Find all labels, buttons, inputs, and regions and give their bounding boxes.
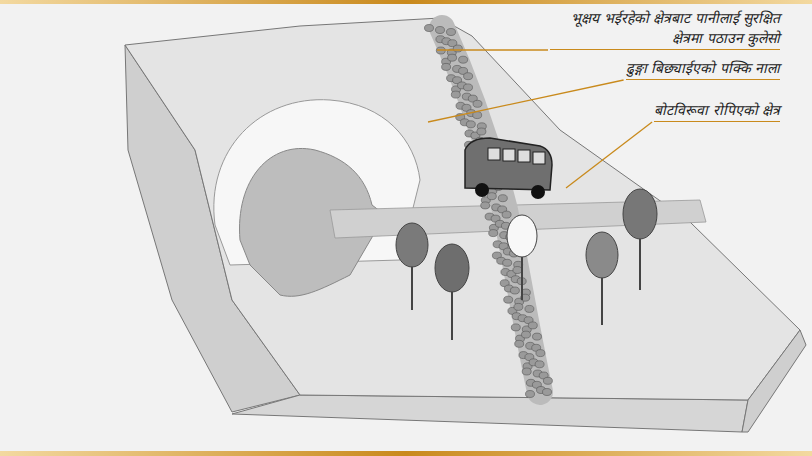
stone xyxy=(448,54,457,61)
leader-line xyxy=(428,80,624,122)
stone xyxy=(503,259,512,266)
stone xyxy=(459,56,468,63)
stone xyxy=(425,25,434,32)
stone xyxy=(533,333,542,340)
stone xyxy=(502,211,511,218)
stone xyxy=(473,100,482,107)
stone xyxy=(481,202,490,209)
stone xyxy=(436,27,445,34)
stone xyxy=(464,73,473,80)
stone xyxy=(525,305,534,312)
callout-label: ढुङ्गा बिछ्याईएको पक्कि नाला xyxy=(626,58,780,80)
stone xyxy=(477,128,486,135)
stone xyxy=(528,322,537,329)
bus xyxy=(465,138,552,199)
stone xyxy=(447,29,456,36)
stone xyxy=(515,340,524,347)
stone xyxy=(489,230,498,237)
stone xyxy=(442,63,451,70)
stone xyxy=(511,324,520,331)
stone xyxy=(543,377,552,384)
stone xyxy=(453,45,462,52)
stone xyxy=(510,287,519,294)
stone xyxy=(514,303,523,310)
callout-label: भूक्षय भईरहेको क्षेत्रबाट पानीलाई सुरक्ष… xyxy=(550,8,780,50)
stone xyxy=(451,91,460,98)
callout-label: बोटविरूवा रोपिएको क्षेत्र xyxy=(654,100,780,122)
stone xyxy=(535,361,544,368)
leader-line xyxy=(566,122,652,188)
stone xyxy=(464,84,473,91)
stone xyxy=(536,350,545,357)
leader-line xyxy=(437,49,548,50)
stone xyxy=(522,368,531,375)
stone xyxy=(522,331,531,338)
stone xyxy=(466,121,475,128)
stone xyxy=(487,193,496,200)
stone xyxy=(526,391,535,398)
stone xyxy=(498,195,507,202)
stone xyxy=(504,296,513,303)
stone xyxy=(513,267,522,274)
stone xyxy=(543,389,552,396)
